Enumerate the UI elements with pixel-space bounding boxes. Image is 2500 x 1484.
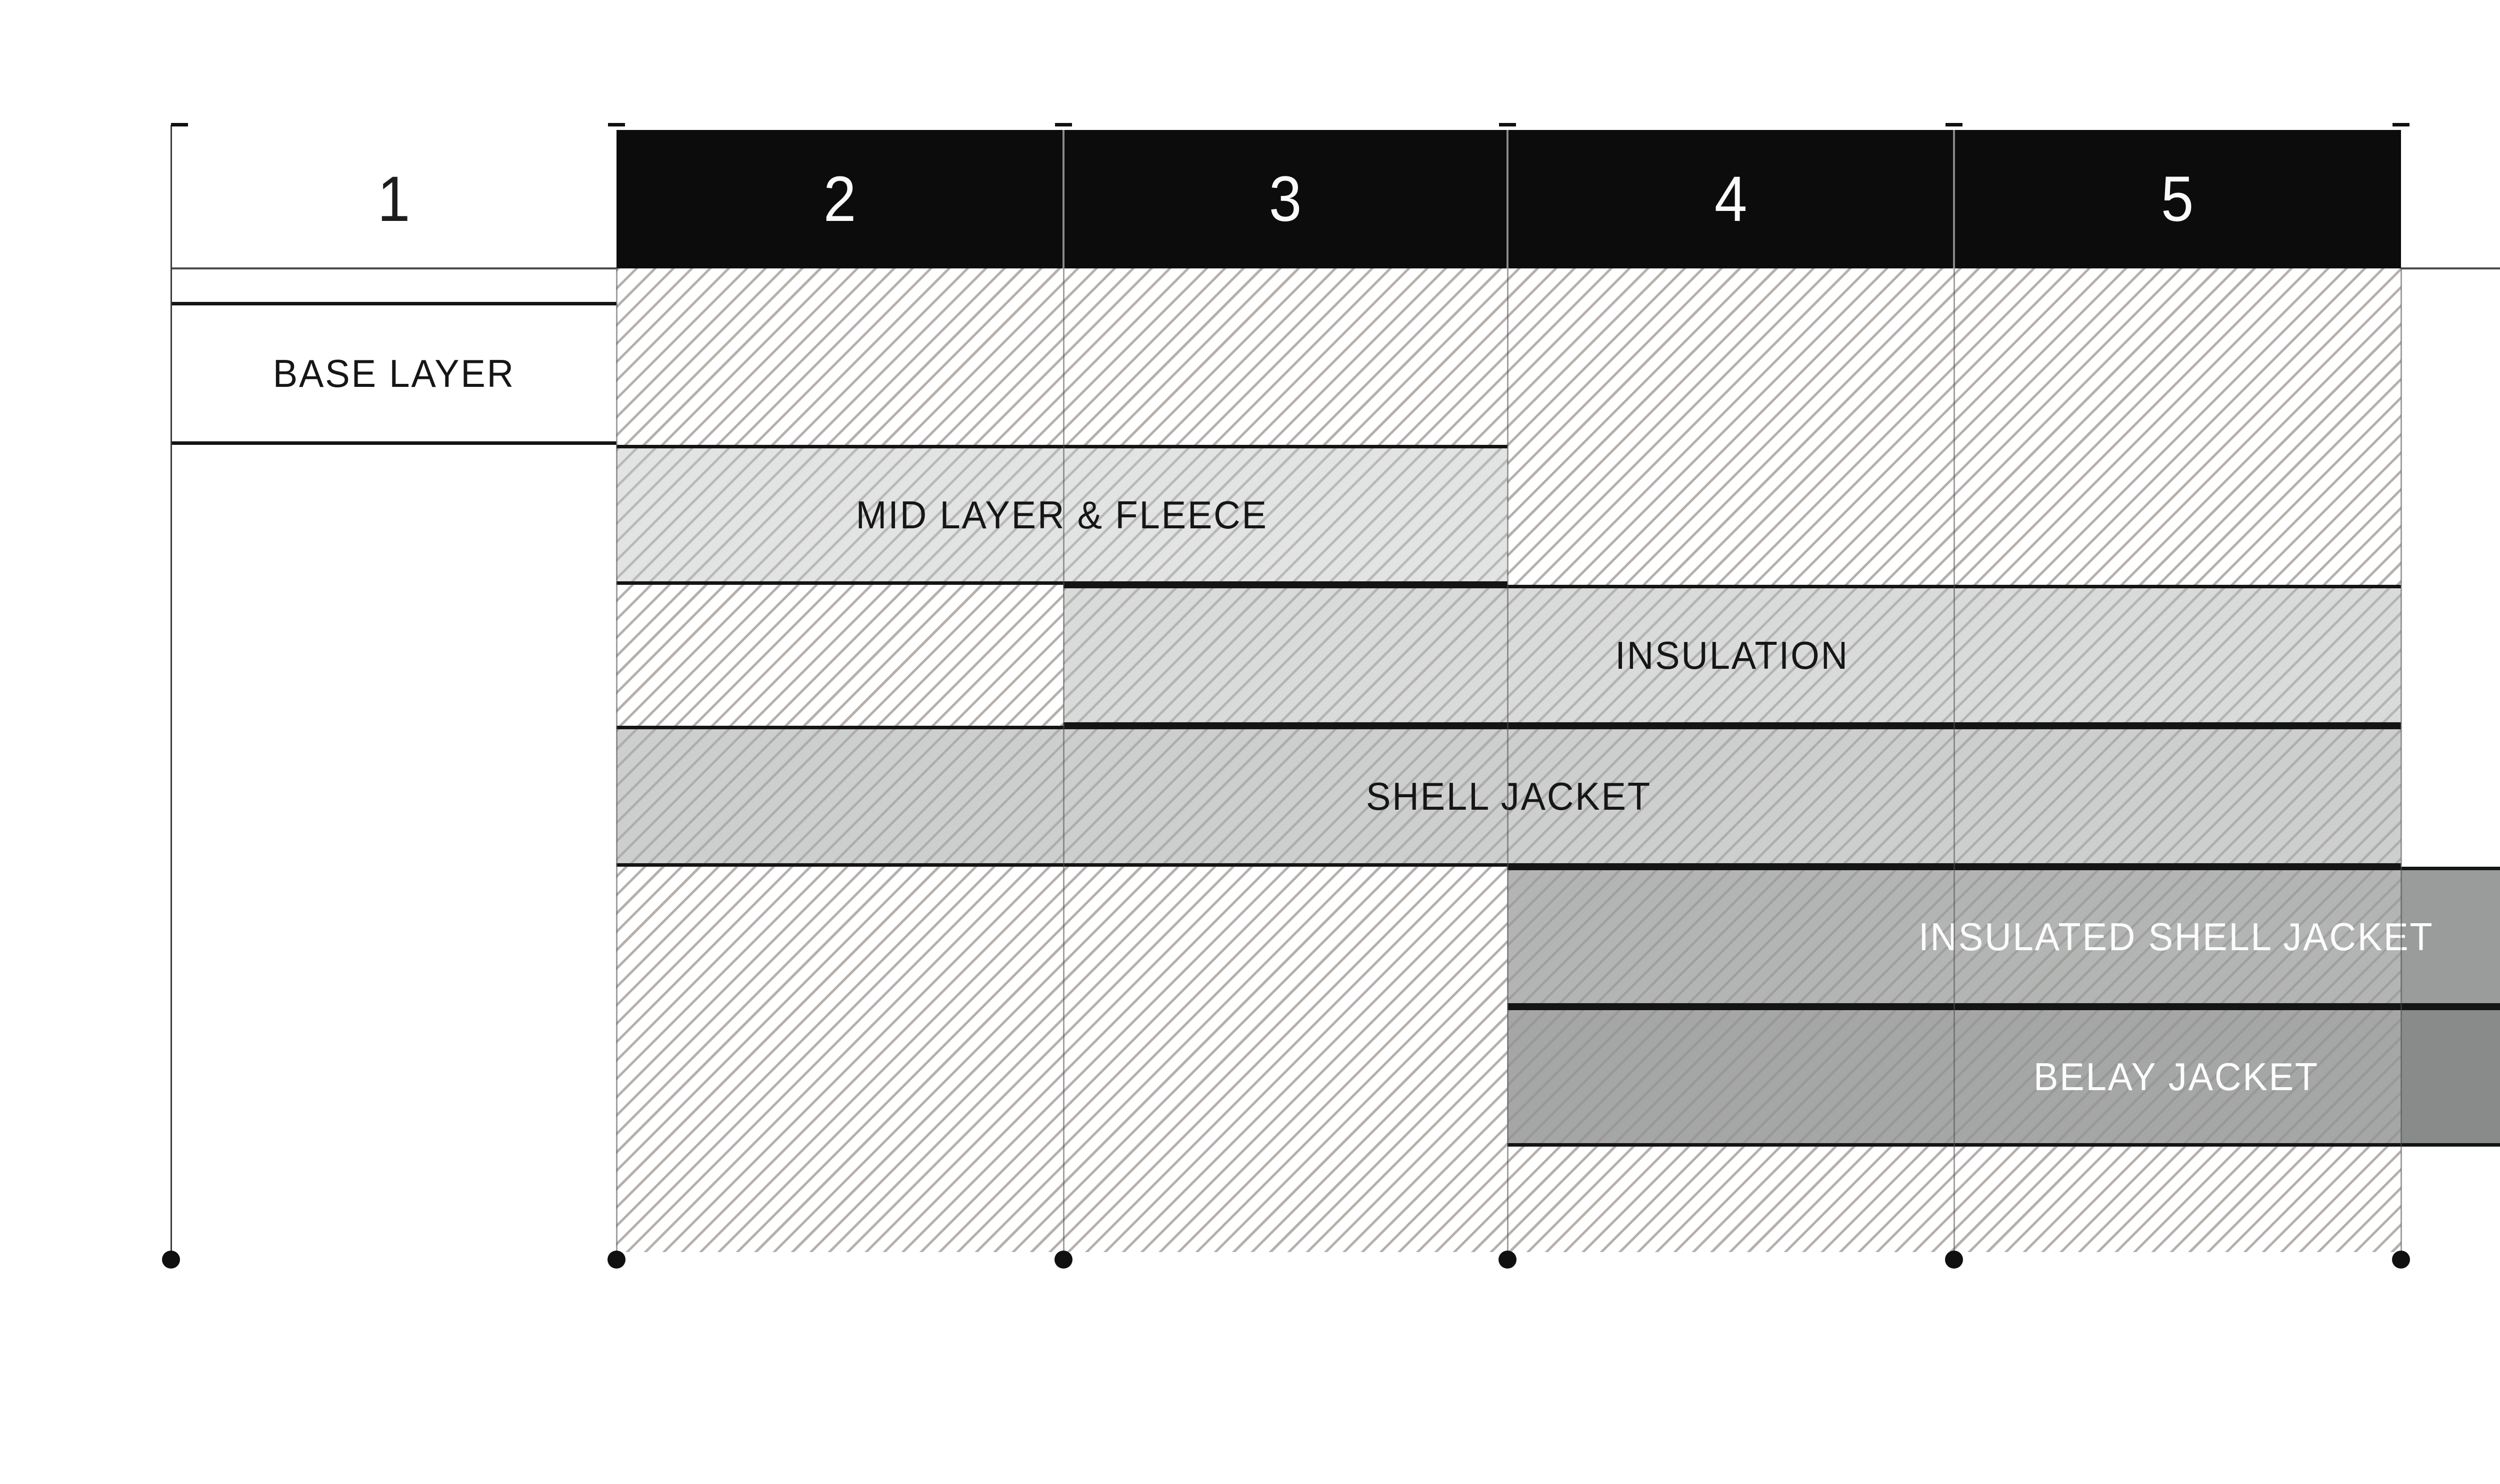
header-band xyxy=(616,130,2401,268)
base-layer-label: BASE LAYER xyxy=(272,351,515,395)
tick-mark xyxy=(2392,123,2410,126)
header-underline-zone-1 xyxy=(171,267,616,269)
shell-jacket-label: SHELL JACKET xyxy=(1366,774,1652,818)
zone-number-3-text: 3 xyxy=(1269,163,1302,235)
insulated-shell-solid-segment xyxy=(2401,870,2500,1003)
zone-number-3: 3 xyxy=(1064,130,1508,268)
tick-mark xyxy=(1055,123,1072,126)
row-mid-layer-fleece: MID LAYER & FLEECE xyxy=(616,445,1508,585)
header-separator xyxy=(1062,130,1064,268)
header-separator xyxy=(1506,130,1508,268)
grid-line-left-edge xyxy=(170,125,172,1260)
belay-jacket-label: BELAY JACKET xyxy=(2034,1054,2319,1099)
grid-line-zone-2-3 xyxy=(1063,268,1064,1260)
column-dot xyxy=(1498,1251,1516,1269)
header-underline-zone-6 xyxy=(2401,267,2500,269)
zone-number-4: 4 xyxy=(1508,130,1954,268)
grid-line-zone-4-5 xyxy=(1954,268,1955,1260)
column-dot xyxy=(2392,1251,2410,1269)
column-dot xyxy=(608,1251,626,1269)
header-separator xyxy=(1953,130,1955,268)
insulated-shell-jacket-label: INSULATED SHELL JACKET xyxy=(1918,914,2434,959)
column-dot xyxy=(162,1251,180,1269)
row-insulation: INSULATION xyxy=(1064,585,2401,726)
zone-number-2-text: 2 xyxy=(824,163,856,235)
grid-line-zone-1-2 xyxy=(616,268,618,1260)
tick-mark xyxy=(1946,123,1962,126)
insulation-label: INSULATION xyxy=(1615,633,1850,677)
grid-line-zone-3-4 xyxy=(1507,268,1508,1260)
row-shell-jacket: SHELL JACKET xyxy=(616,726,2401,867)
row-belay-jacket: BELAY JACKET xyxy=(1508,1007,2500,1147)
tick-mark xyxy=(608,123,625,126)
zone-number-1-text: 1 xyxy=(377,163,410,235)
zone-number-5: 5 xyxy=(1954,130,2401,268)
grid-line-zone-5-6 xyxy=(2400,268,2402,1260)
zone-number-4-text: 4 xyxy=(1714,163,1748,235)
row-base-layer: BASE LAYER xyxy=(171,302,616,445)
tick-mark xyxy=(171,123,188,126)
tick-mark xyxy=(1499,123,1516,126)
zone-number-2: 2 xyxy=(616,130,1064,268)
belay-jacket-solid-segment xyxy=(2401,1010,2500,1143)
zone-number-6: 6 xyxy=(2401,130,2500,268)
row-insulated-shell-jacket: INSULATED SHELL JACKET xyxy=(1508,867,2500,1007)
zone-number-1: 1 xyxy=(171,130,616,268)
zone-number-5-text: 5 xyxy=(2161,163,2194,235)
column-dot xyxy=(1945,1251,1963,1269)
mid-layer-fleece-label: MID LAYER & FLEECE xyxy=(856,492,1268,537)
column-dot xyxy=(1054,1251,1072,1269)
